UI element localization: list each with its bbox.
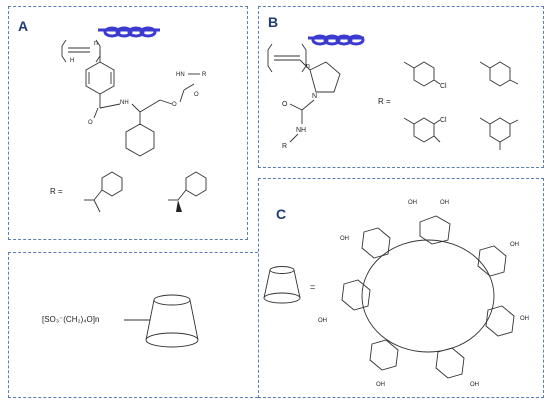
a-r1-label: R xyxy=(202,72,207,78)
panel-c-label: C xyxy=(276,206,287,222)
oh-label-1: OH xyxy=(408,200,417,206)
cyclodextrin-ring xyxy=(341,215,515,379)
c-eq-label: = xyxy=(310,282,315,292)
a-n-label: n xyxy=(94,40,98,47)
b-cl1-label: Cl xyxy=(440,83,447,90)
cyclodextrin-cone-icon-1 xyxy=(124,294,199,348)
helix-icon-b xyxy=(308,34,365,46)
b-N-label: N xyxy=(312,93,317,100)
oh-label-3: OH xyxy=(510,242,519,248)
b-o-label: O xyxy=(282,101,288,108)
a-o3-label: O xyxy=(194,92,199,98)
oh-label-7: OH xyxy=(318,318,327,324)
bottom-structure: [SO₃⁻(CH₂)₄O]n xyxy=(42,294,199,348)
oh-label-5: OH xyxy=(470,382,479,388)
a-nh1-label: HN xyxy=(176,72,185,78)
a-h-label: H xyxy=(70,58,74,64)
panel-c-structure: = OH OH OH OH OH OH OH OH xyxy=(263,200,529,388)
b-nh-label: NH xyxy=(296,127,306,134)
oh-label-2: OH xyxy=(440,200,449,206)
a-o2-label: O xyxy=(172,102,177,108)
a-nh2-label: NH xyxy=(120,100,129,106)
oh-label-6: OH xyxy=(376,382,385,388)
panel-b-box xyxy=(258,6,544,168)
panel-b-label: B xyxy=(268,14,279,30)
a-r-eq-label: R = xyxy=(50,187,63,196)
oh-label-8: OH xyxy=(340,236,349,242)
panel-a-structure: n H O NH O O HN R R = xyxy=(50,26,207,213)
b-r1-label: R xyxy=(282,143,287,150)
c-formula-label: [SO₃⁻(CH₂)₄O]n xyxy=(42,315,99,324)
panel-c-box xyxy=(258,178,544,398)
oh-label-4: OH xyxy=(520,316,529,322)
b-r-eq-label: R = xyxy=(378,97,391,106)
helix-icon-a xyxy=(98,26,160,38)
panel-a-box xyxy=(8,6,248,240)
b-cl2-label: Cl xyxy=(440,117,447,124)
panel-b-structure: n N O NH R R = Cl Cl xyxy=(267,34,519,150)
b-n-label: n xyxy=(306,63,310,70)
panel-a-label: A xyxy=(18,18,29,34)
cyclodextrin-cone-icon-2 xyxy=(263,266,301,304)
a-o1-label: O xyxy=(88,120,93,126)
panel-bottom-box xyxy=(8,252,258,398)
